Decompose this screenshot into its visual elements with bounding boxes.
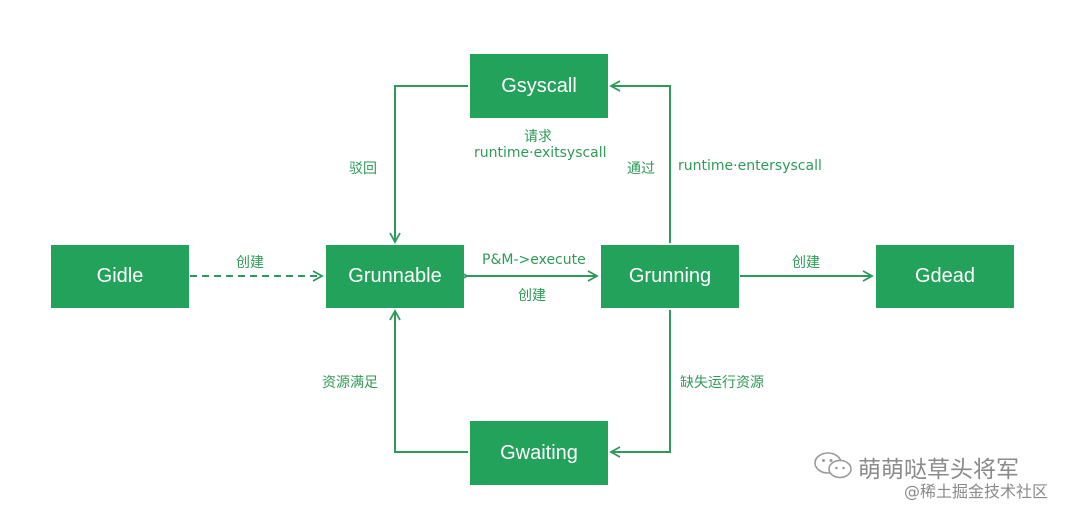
label-request: 请求 — [524, 129, 552, 145]
node-gwaiting: Gwaiting — [470, 421, 608, 485]
edge-grunning-to-gsyscall — [609, 80, 671, 243]
edge-gsyscall-to-grunnable — [389, 85, 468, 244]
node-gidle: Gidle — [51, 245, 189, 308]
node-grunning: Grunning — [601, 245, 739, 308]
label-exitsyscall: runtime·exitsyscall — [474, 145, 607, 161]
label-entersyscall: runtime·entersyscall — [678, 158, 822, 174]
edge-grunning-to-gwaiting — [609, 310, 671, 458]
node-gsyscall: Gsyscall — [470, 54, 608, 118]
node-gdead: Gdead — [876, 245, 1014, 308]
edge-gwaiting-to-grunnable — [389, 309, 468, 453]
node-grunnable: Grunnable — [326, 245, 464, 308]
label-pass: 通过 — [627, 161, 655, 177]
label-reject: 驳回 — [349, 161, 377, 177]
watermark-account: 萌萌哒草头将军 — [858, 457, 1019, 483]
watermark-site: @稀土掘金技术社区 — [904, 482, 1049, 501]
label-resources-satisfied: 资源满足 — [322, 375, 378, 391]
wechat-icon — [814, 452, 852, 479]
label-missing-resources: 缺失运行资源 — [680, 375, 764, 391]
label-grunning-to-gdead: 创建 — [792, 255, 820, 271]
label-grunnable-grunning-create: 创建 — [518, 288, 546, 304]
label-gidle-to-grunnable: 创建 — [236, 255, 264, 271]
label-execute: P&M->execute — [482, 252, 586, 268]
